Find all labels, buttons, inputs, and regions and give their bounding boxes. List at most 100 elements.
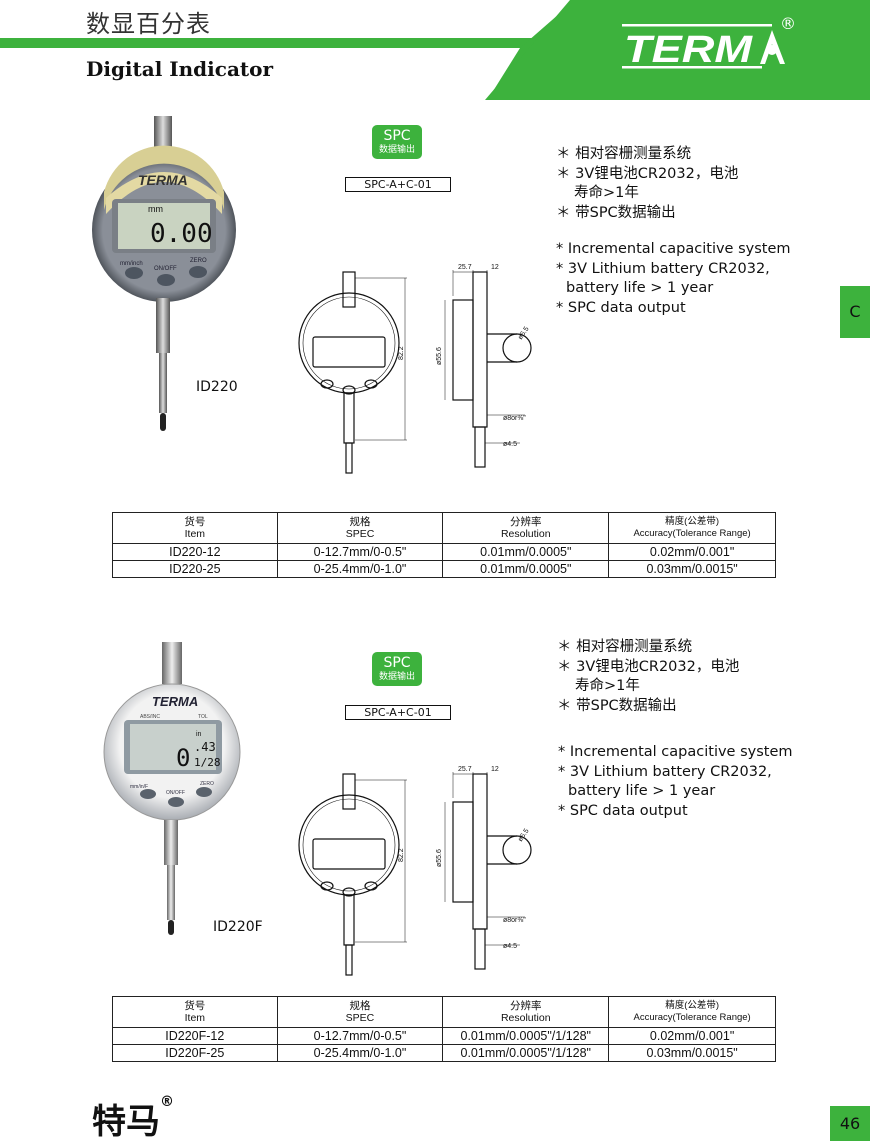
spc-badge-title: SPC	[383, 655, 411, 671]
dim-tip: ø4.5	[503, 943, 517, 950]
features-en: * Incremental capacitive system * 3V Lit…	[558, 743, 793, 821]
device-unit: mm	[148, 204, 163, 214]
dim-height: 82.2	[398, 346, 405, 360]
table-cell: 0.03mm/0.0015"	[608, 1044, 776, 1062]
dim-width: 25.7	[458, 264, 472, 271]
table-row: ID220-25 0-25.4mm/0-1.0" 0.01mm/0.0005" …	[112, 560, 776, 578]
spc-code: SPC-A+C-01	[345, 705, 451, 720]
device-brand: TERMA	[138, 172, 188, 188]
header-banner-shape	[485, 0, 870, 100]
svg-text:TERM: TERM	[624, 29, 754, 70]
dim-diameter: ø55.6	[436, 347, 443, 365]
features-en: * Incremental capacitive system * 3V Lit…	[556, 240, 791, 318]
logo-registered-mark: ®	[780, 14, 796, 33]
spc-code: SPC-A+C-01	[345, 177, 451, 192]
feature-cn-line: ＊ 带SPC数据输出	[557, 697, 677, 714]
table-row: ID220-12 0-12.7mm/0-0.5" 0.01mm/0.0005" …	[112, 543, 776, 561]
footer-brand: 特马®	[92, 1094, 174, 1143]
dim-hole: ø6.5	[517, 326, 531, 342]
device-btn2-label: ON/OFF	[166, 790, 185, 796]
dim-offset: 12	[491, 264, 499, 271]
device-reading-small2: 1/28	[194, 756, 221, 769]
table-cell: 0-25.4mm/0-1.0"	[276, 1044, 444, 1062]
feature-en-line: * SPC data output	[556, 299, 686, 316]
footer-brand-text: 特马	[92, 1102, 160, 1142]
device-top-left-label: ABS/INC	[140, 714, 160, 720]
device-btn3-label: ZERO	[200, 781, 214, 787]
footer-registered-mark: ®	[160, 1094, 174, 1110]
feature-en-line: * 3V Lithium battery CR2032,	[556, 260, 770, 277]
spc-badge-subtitle: 数据输出	[378, 145, 415, 155]
feature-en-line: * SPC data output	[558, 802, 688, 819]
feature-cn-line: ＊ 相对容栅测量系统	[557, 639, 693, 655]
table-cell: 0.03mm/0.0015"	[608, 560, 776, 578]
device-top-right-label: TOL	[198, 714, 208, 720]
dim-width: 25.7	[458, 766, 472, 773]
dim-hole: ø6.5	[517, 828, 531, 844]
product-photo-id220: TERMA mm 0.00 mm/inch ON/OFF ZERO	[90, 110, 250, 440]
table-cell: 0.02mm/0.001"	[608, 543, 776, 561]
device-reading: 0.00	[150, 219, 213, 249]
feature-cn-line: 寿命>1年	[574, 185, 639, 201]
feature-cn-line: ＊ 相对容栅测量系统	[556, 146, 692, 162]
spc-badge: SPC 数据输出	[372, 652, 422, 686]
device-btn1-label: mm/inch	[120, 261, 143, 267]
technical-drawing-id220f: 25.7 12 82.2 ø55.6 ø6.5 ø8or⅜" ø4.5	[295, 762, 555, 982]
table-cell: ID220F-12	[112, 1027, 278, 1045]
device-brand: TERMA	[152, 694, 198, 709]
model-label-id220f: ID220F	[213, 919, 263, 935]
page-title-cn: 数显百分表	[86, 10, 211, 38]
feature-cn-line: 寿命>1年	[575, 678, 640, 694]
table-cell: 0-12.7mm/0-0.5"	[276, 1027, 444, 1045]
table-cell: ID220F-25	[112, 1044, 278, 1062]
product-photo-id220f: TERMA ABS/INC TOL in 0 .43 1/28 mm/in/F …	[100, 640, 260, 940]
device-reading-small1: .43	[194, 740, 216, 754]
table-cell: ID220-12	[112, 543, 278, 561]
feature-en-line: battery life > 1 year	[568, 783, 716, 799]
dim-diameter: ø55.6	[436, 849, 443, 867]
feature-en-line: battery life > 1 year	[566, 280, 714, 296]
table-cell: 0.01mm/0.0005"/1/128"	[442, 1027, 610, 1045]
table-cell: 0.01mm/0.0005"	[442, 560, 610, 578]
device-btn2-label: ON/OFF	[154, 266, 177, 272]
table-cell: 0.01mm/0.0005"	[442, 543, 610, 561]
dim-stem: ø8or⅜"	[503, 917, 526, 924]
technical-drawing-id220: 25.7 12 82.2 ø55.6 ø6.5 ø8or⅜" ø4.5	[295, 260, 555, 480]
dim-offset: 12	[491, 766, 499, 773]
features-cn: ＊ 相对容栅测量系统 ＊ 3V锂电池CR2032，电池 寿命>1年 ＊ 带SPC…	[556, 145, 738, 223]
dim-stem: ø8or⅜"	[503, 415, 526, 422]
page-number: 46	[830, 1106, 870, 1141]
spc-badge-title: SPC	[383, 128, 411, 144]
page-title-en: Digital Indicator	[86, 57, 274, 81]
feature-cn-line: ＊ 带SPC数据输出	[556, 204, 676, 221]
spc-badge: SPC 数据输出	[372, 125, 422, 159]
feature-en-line: * 3V Lithium battery CR2032,	[558, 763, 772, 780]
table-header-cell: 精度(公差带)Accuracy(Tolerance Range)	[608, 996, 776, 1028]
feature-en-line: * Incremental capacitive system	[556, 241, 791, 257]
section-tab: C	[840, 286, 870, 338]
terma-logo: TERM	[622, 22, 822, 71]
model-label-id220: ID220	[196, 379, 238, 395]
table-cell: 0.02mm/0.001"	[608, 1027, 776, 1045]
device-btn3-label: ZERO	[190, 258, 207, 264]
table-cell: 0-12.7mm/0-0.5"	[276, 543, 444, 561]
table-header-cell: 精度(公差带)Accuracy(Tolerance Range)	[608, 512, 776, 544]
table-cell: 0-25.4mm/0-1.0"	[276, 560, 444, 578]
device-reading-big: 0	[176, 744, 190, 772]
table-cell: 0.01mm/0.0005"/1/128"	[442, 1044, 610, 1062]
table-cell: ID220-25	[112, 560, 278, 578]
device-btn1-label: mm/in/F	[130, 784, 148, 790]
dim-tip: ø4.5	[503, 441, 517, 448]
dim-height: 82.2	[398, 848, 405, 862]
feature-en-line: * Incremental capacitive system	[558, 744, 793, 760]
